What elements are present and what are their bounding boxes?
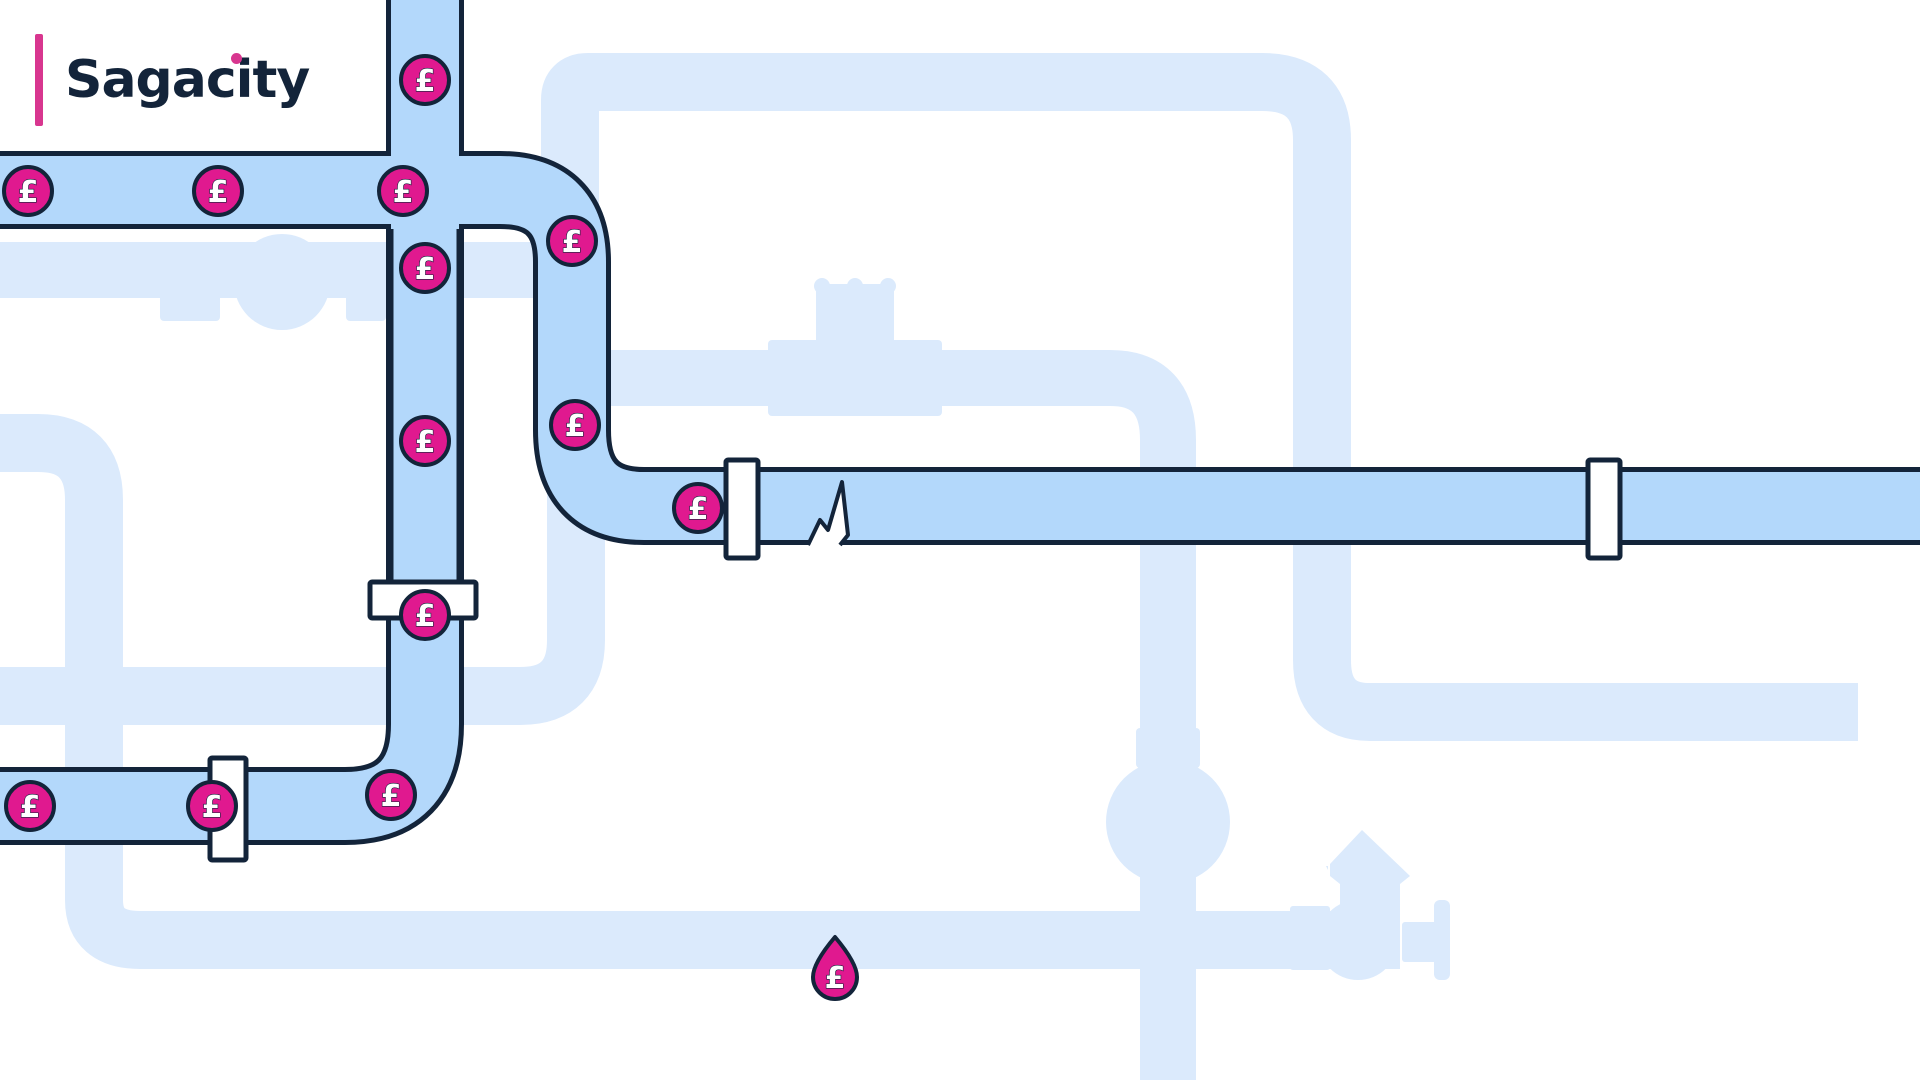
svg-text:£: £ xyxy=(208,175,229,210)
pound-coin-icon: £ xyxy=(549,399,601,451)
svg-text:£: £ xyxy=(415,252,436,287)
svg-text:£: £ xyxy=(20,790,41,825)
pipe-clamp-icon xyxy=(723,457,761,561)
money-drop-icon: £ xyxy=(811,935,859,1001)
brand-logo-dot xyxy=(231,53,242,64)
pound-coin-icon: £ xyxy=(365,769,417,821)
svg-text:£: £ xyxy=(415,64,436,99)
svg-text:£: £ xyxy=(18,175,39,210)
background-valves xyxy=(160,234,1450,980)
background-pipe-left-loop xyxy=(0,414,1400,969)
pound-coin-icon: £ xyxy=(546,215,598,267)
svg-text:£: £ xyxy=(381,779,402,814)
pound-coin-icon: £ xyxy=(672,482,724,534)
brand-logo: Sagacity xyxy=(35,34,310,126)
background-pipes xyxy=(0,53,1858,1080)
svg-text:£: £ xyxy=(825,961,846,996)
pound-coin-icon: £ xyxy=(399,54,451,106)
pipe-clamp-icon xyxy=(1585,457,1623,561)
brand-accent-bar xyxy=(35,34,43,126)
svg-text:£: £ xyxy=(688,492,709,527)
pipe-crack-icon xyxy=(806,480,850,547)
svg-text:£: £ xyxy=(562,225,583,260)
background-pipe-mid-left xyxy=(0,400,605,725)
background-pipe-loop-top xyxy=(541,53,1858,741)
pound-coin-icon: £ xyxy=(192,165,244,217)
pound-coin-icon: £ xyxy=(377,165,429,217)
svg-text:£: £ xyxy=(565,409,586,444)
pipe-top-fill xyxy=(0,156,1920,540)
background-pipe-middle xyxy=(600,350,1196,1080)
svg-text:£: £ xyxy=(415,425,436,460)
pound-coin-icon: £ xyxy=(4,780,56,832)
svg-text:£: £ xyxy=(202,790,223,825)
pound-coin-icon: £ xyxy=(186,780,238,832)
background-valve-house xyxy=(1326,866,1328,872)
svg-text:£: £ xyxy=(415,599,436,634)
pound-coin-icon: £ xyxy=(399,589,451,641)
pound-coin-icon: £ xyxy=(2,165,54,217)
pound-coin-icon: £ xyxy=(399,415,451,467)
pound-coins: £ £ £ £ £ £ £ xyxy=(2,54,724,832)
svg-text:£: £ xyxy=(393,175,414,210)
brand-name: Sagacity xyxy=(65,50,310,110)
pound-coin-icon: £ xyxy=(399,242,451,294)
